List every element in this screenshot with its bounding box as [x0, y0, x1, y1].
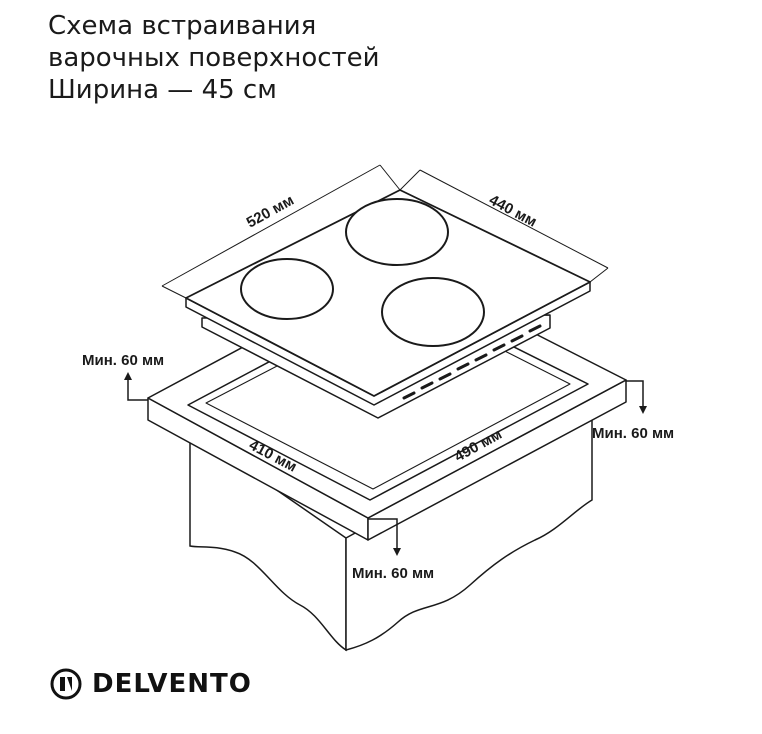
- clearance-right-arrow: [626, 380, 647, 414]
- brand-name: DELVENTO: [92, 669, 252, 699]
- label-clearance-right: Мин. 60 мм: [592, 425, 674, 442]
- burner-front-left: [240, 258, 334, 320]
- title-line-2: варочных поверхностей: [48, 43, 380, 73]
- hob-dimension-lines: [161, 164, 609, 299]
- clearance-back-arrow: [124, 372, 148, 401]
- label-clearance-front: Мин. 60 мм: [352, 565, 434, 582]
- cabinet-front-face: [189, 428, 347, 652]
- hob: [185, 189, 591, 419]
- clearance-arrows: [124, 372, 647, 556]
- cabinet-side-face: [345, 402, 593, 651]
- delvento-logo-icon: [50, 668, 82, 700]
- burner-front-right: [381, 277, 485, 347]
- title-line-1: Схема встраивания: [48, 11, 317, 41]
- burner-back: [345, 198, 449, 266]
- hob-vent-slots: [402, 324, 542, 400]
- clearance-front-arrow: [368, 518, 401, 556]
- brand-logo: DELVENTO: [50, 668, 252, 700]
- diagram-title: Схема встраивания варочных поверхностей …: [48, 10, 380, 106]
- label-clearance-back: Мин. 60 мм: [82, 352, 164, 369]
- title-line-3: Ширина — 45 см: [48, 75, 277, 105]
- label-hob-depth: 440 мм: [486, 192, 539, 231]
